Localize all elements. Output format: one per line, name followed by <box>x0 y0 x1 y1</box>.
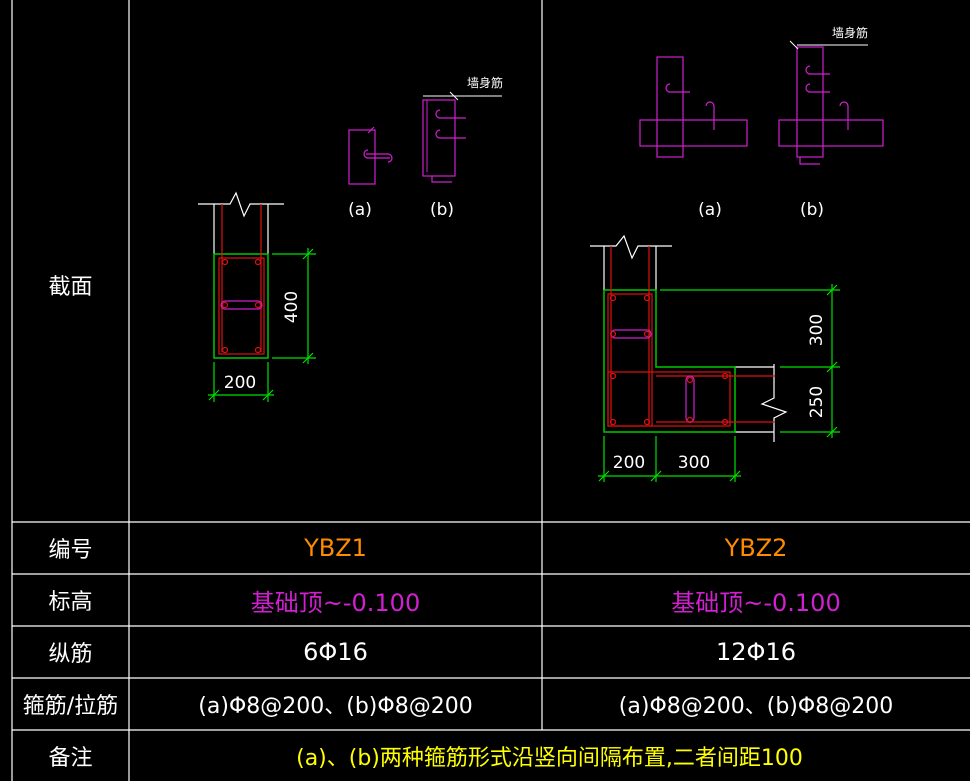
ybz2-bars <box>609 294 729 426</box>
ybz2-dim-vertical <box>660 284 840 438</box>
ybz1-longitudinal: 6Φ16 <box>303 638 368 666</box>
remark-text: (a)、(b)两种箍筋形式沿竖向间隔布置,二者间距100 <box>296 745 803 771</box>
header-elevation: 标高 <box>48 590 93 615</box>
ybz2-wall-bar-label: 墙身筋 <box>832 25 868 40</box>
ybz1-detail-a <box>348 126 393 185</box>
table-grid <box>11 0 970 781</box>
ybz2-dim-top-label: 300 <box>807 314 827 346</box>
ybz2-section: 300 250 200 300 <box>590 234 840 482</box>
ybz2-detail-a <box>639 56 748 158</box>
ybz1-label-a: (a) <box>348 200 372 220</box>
ybz2-stirrup: (a)Φ8@200、(b)Φ8@200 <box>618 694 894 719</box>
ybz2-longitudinal: 12Φ16 <box>716 638 796 666</box>
header-section: 截面 <box>48 275 93 300</box>
ybz1-dim-width <box>208 362 274 402</box>
ybz1-outline <box>213 253 269 359</box>
ybz1-elevation: 基础顶~-0.100 <box>250 588 421 617</box>
ybz2-elevation: 基础顶~-0.100 <box>671 588 841 617</box>
ybz2-dim-bottom-label: 250 <box>807 386 827 418</box>
ybz2-label-a: (a) <box>698 200 722 220</box>
header-longitudinal: 纵筋 <box>48 642 93 667</box>
ybz1-section: 400 200 <box>198 191 316 402</box>
ybz1-label-b: (b) <box>430 200 454 220</box>
ybz2-detail-b <box>778 40 884 165</box>
ybz2-dim-right-label: 300 <box>678 453 710 473</box>
header-id: 编号 <box>48 538 93 563</box>
ybz2-label-b: (b) <box>800 200 824 220</box>
ybz1-dim-width-label: 200 <box>224 373 256 393</box>
ybz2-dim-left-label: 200 <box>613 453 645 473</box>
ybz1-bars <box>221 258 262 354</box>
ybz1-stirrup <box>218 257 265 355</box>
ybz2-rebar <box>607 246 775 427</box>
ybz1-detail-b <box>422 91 502 183</box>
ybz1-stirrup: (a)Φ8@200、(b)Φ8@200 <box>198 694 473 719</box>
header-stirrup: 箍筋/拉筋 <box>22 694 119 719</box>
ybz1-wall-bar-label: 墙身筋 <box>467 75 503 90</box>
ybz1-id: YBZ1 <box>304 534 367 562</box>
ybz2-id: YBZ2 <box>724 534 788 562</box>
ybz1-dim-height <box>272 248 316 364</box>
ybz2-outline <box>603 289 736 433</box>
header-remark: 备注 <box>48 745 93 771</box>
ybz1-dim-height-label: 400 <box>282 291 302 323</box>
ybz2-dim-horizontal <box>598 436 741 482</box>
